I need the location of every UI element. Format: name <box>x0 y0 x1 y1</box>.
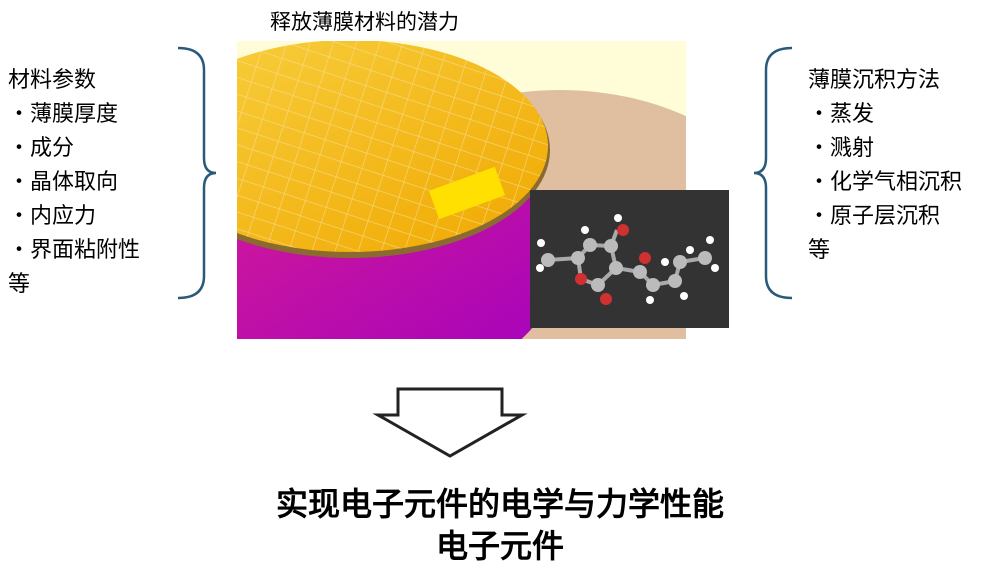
list-item: ・蒸发 <box>808 102 875 127</box>
diagram-title: 释放薄膜材料的潜力 <box>270 10 459 34</box>
list-item: ・薄膜厚度 <box>8 102 119 127</box>
list-item: ・原子层沉积 <box>808 204 941 229</box>
list-item: ・化学气相沉积 <box>808 170 963 195</box>
list-item: ・溅射 <box>808 136 875 161</box>
list-item: ・界面粘附性 <box>8 238 141 263</box>
deposition-methods-list: 薄膜沉积方法 ・蒸发 ・溅射 ・化学气相沉积 ・原子层沉积 等 <box>808 64 962 268</box>
list-item: ・成分 <box>8 136 75 161</box>
list-footer: 等 <box>808 238 831 263</box>
material-parameters-list: 材料参数 ・薄膜厚度 ・成分 ・晶体取向 ・内应力 ・界面粘附性 等 <box>8 64 140 302</box>
molecule-inset <box>530 190 729 328</box>
right-brace <box>753 46 793 300</box>
conclusion-line1: 实现电子元件的电学与力学性能 <box>275 485 724 523</box>
list-footer: 等 <box>8 272 31 297</box>
conclusion-line2: 电子元件 <box>435 527 564 565</box>
down-arrow-icon <box>372 387 528 458</box>
list-item: ・内应力 <box>8 204 97 229</box>
list-heading: 材料参数 <box>8 68 97 93</box>
list-heading: 薄膜沉积方法 <box>808 68 941 93</box>
list-item: ・晶体取向 <box>8 170 119 195</box>
left-brace <box>177 46 217 300</box>
